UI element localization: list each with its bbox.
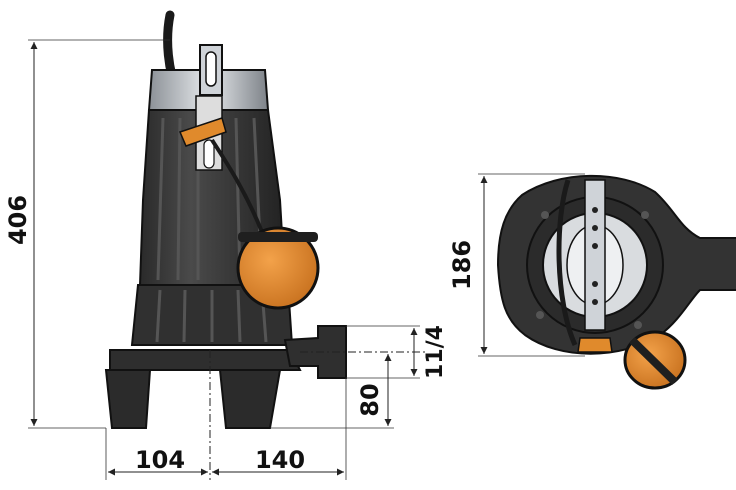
- dim-label-overall-height: 406: [4, 195, 32, 245]
- dim-label-left-width: 104: [135, 446, 185, 474]
- dim-top-view-width: 186: [448, 173, 585, 357]
- base-plate: [109, 349, 302, 371]
- dim-label-outlet-height: 80: [356, 383, 384, 416]
- float-cable: [210, 138, 264, 233]
- float-switch: [236, 226, 320, 310]
- pump-side-view: [104, 10, 347, 429]
- top-view-cable: [556, 179, 578, 347]
- dim-label-right-width: 140: [255, 446, 305, 474]
- dim-label-body-width: 186: [448, 240, 476, 290]
- dim-overall-height: 406: [4, 39, 170, 429]
- pump-top-view: [496, 174, 736, 390]
- dim-outlet: 11/4 80: [270, 325, 448, 429]
- dim-label-outlet-size: 11/4: [423, 325, 448, 379]
- left-foot: [104, 369, 152, 429]
- float-clamp: [178, 117, 227, 147]
- dim-widths: 104 140: [105, 350, 347, 480]
- right-foot: [218, 369, 282, 429]
- top-view-bracket: [584, 179, 606, 331]
- top-view-float-clamp: [577, 337, 613, 353]
